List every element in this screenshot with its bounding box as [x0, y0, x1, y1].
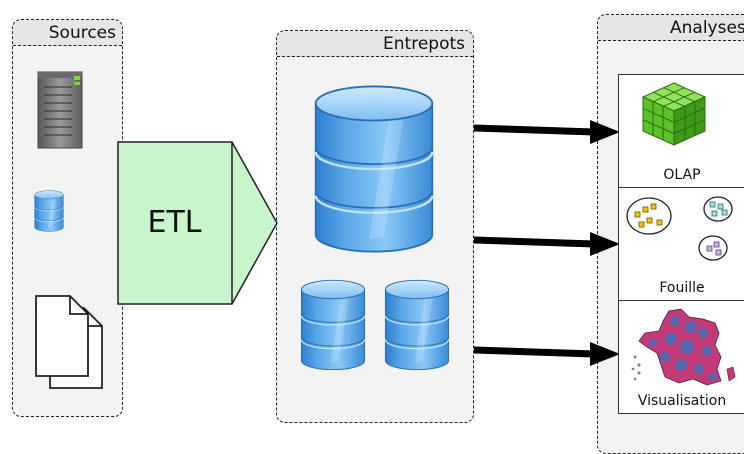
etl-arrow: ETL — [117, 141, 278, 305]
entrepots-title: Entrepots — [277, 31, 473, 57]
flow-arrows — [474, 120, 620, 366]
france-map-icon — [631, 308, 736, 386]
olap-cube-icon — [641, 82, 707, 146]
main-warehouse-database — [314, 85, 434, 253]
visualisation-cell: Visualisation — [618, 300, 744, 414]
visualisation-label: Visualisation — [637, 393, 727, 409]
cluster-icon — [626, 196, 733, 261]
etl-label: ETL — [147, 205, 202, 240]
fouille-label: Fouille — [659, 280, 705, 296]
sources-title: Sources — [13, 20, 122, 46]
fouille-cell: Fouille — [618, 187, 744, 301]
server-building-icon — [37, 71, 83, 149]
datamart-database-1 — [300, 279, 366, 371]
database-icon — [34, 190, 64, 232]
analyses-title: Analyses — [598, 15, 744, 41]
datamart-database-2 — [384, 279, 450, 371]
documents-icon — [35, 295, 103, 389]
olap-cell: OLAP — [618, 74, 744, 188]
olap-label: OLAP — [663, 167, 701, 183]
